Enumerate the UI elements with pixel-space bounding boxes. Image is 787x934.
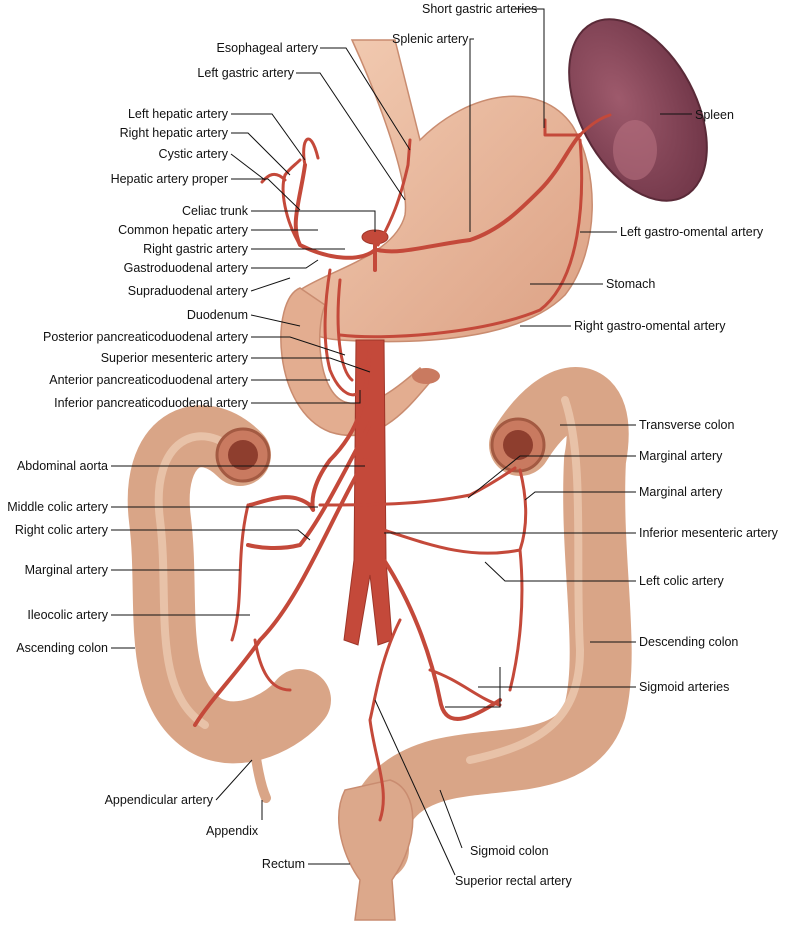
label-short-gastric-arteries: Short gastric arteries xyxy=(422,2,537,16)
label-appendix: Appendix xyxy=(206,824,259,838)
label-right-hepatic-artery: Right hepatic artery xyxy=(120,126,229,140)
leader-lines xyxy=(111,8,692,876)
label-right-colic-artery: Right colic artery xyxy=(15,523,109,537)
label-sigmoid-arteries: Sigmoid arteries xyxy=(639,680,729,694)
label-appendicular-artery: Appendicular artery xyxy=(105,793,214,807)
label-spleen: Spleen xyxy=(695,108,734,122)
label-stomach: Stomach xyxy=(606,277,655,291)
label-descending-colon: Descending colon xyxy=(639,635,738,649)
label-ascending-colon: Ascending colon xyxy=(16,641,108,655)
label-superior-rectal-artery: Superior rectal artery xyxy=(455,874,572,888)
label-left-gastric-artery: Left gastric artery xyxy=(197,66,294,80)
descending-colon xyxy=(346,367,632,881)
label-sigmoid-colon: Sigmoid colon xyxy=(470,844,549,858)
label-right-gastric-artery: Right gastric artery xyxy=(143,242,249,256)
label-left-colic-artery: Left colic artery xyxy=(639,574,725,588)
label-right-gastro-omental-artery: Right gastro-omental artery xyxy=(574,319,726,333)
label-anterior-pancreaticoduodenal-artery: Anterior pancreaticoduodenal artery xyxy=(49,373,248,387)
labels: Short gastric arteries Esophageal artery… xyxy=(7,2,778,888)
label-supraduodenal-artery: Supraduodenal artery xyxy=(128,284,249,298)
arteries xyxy=(193,113,612,822)
label-gastroduodenal-artery: Gastroduodenal artery xyxy=(124,261,249,275)
label-left-gastro-omental-artery: Left gastro-omental artery xyxy=(620,225,764,239)
label-inferior-pancreaticoduodenal-artery: Inferior pancreaticoduodenal artery xyxy=(54,396,249,410)
label-marginal-artery-right-upper: Marginal artery xyxy=(639,449,723,463)
label-posterior-pancreaticoduodenal-artery: Posterior pancreaticoduodenal artery xyxy=(43,330,249,344)
label-duodenum: Duodenum xyxy=(187,308,248,322)
label-marginal-artery-right-lower: Marginal artery xyxy=(639,485,723,499)
label-hepatic-artery-proper: Hepatic artery proper xyxy=(111,172,228,186)
label-esophageal-artery: Esophageal artery xyxy=(217,41,319,55)
appendix xyxy=(245,715,271,803)
spleen xyxy=(568,18,708,202)
label-common-hepatic-artery: Common hepatic artery xyxy=(118,223,249,237)
label-abdominal-aorta: Abdominal aorta xyxy=(17,459,108,473)
label-middle-colic-artery: Middle colic artery xyxy=(7,500,108,514)
duodenum xyxy=(280,287,440,437)
label-cystic-artery: Cystic artery xyxy=(159,147,229,161)
stomach xyxy=(293,39,593,343)
label-marginal-artery-left: Marginal artery xyxy=(25,563,109,577)
label-ileocolic-artery: Ileocolic artery xyxy=(27,608,108,622)
label-transverse-colon: Transverse colon xyxy=(639,418,734,432)
label-celiac-trunk: Celiac trunk xyxy=(182,204,249,218)
label-rectum: Rectum xyxy=(262,857,305,871)
label-splenic-artery: Splenic artery xyxy=(392,32,469,46)
rectum xyxy=(338,779,414,921)
label-left-hepatic-artery: Left hepatic artery xyxy=(128,107,229,121)
label-inferior-mesenteric-artery: Inferior mesenteric artery xyxy=(639,526,779,540)
label-superior-mesenteric-artery: Superior mesenteric artery xyxy=(101,351,249,365)
